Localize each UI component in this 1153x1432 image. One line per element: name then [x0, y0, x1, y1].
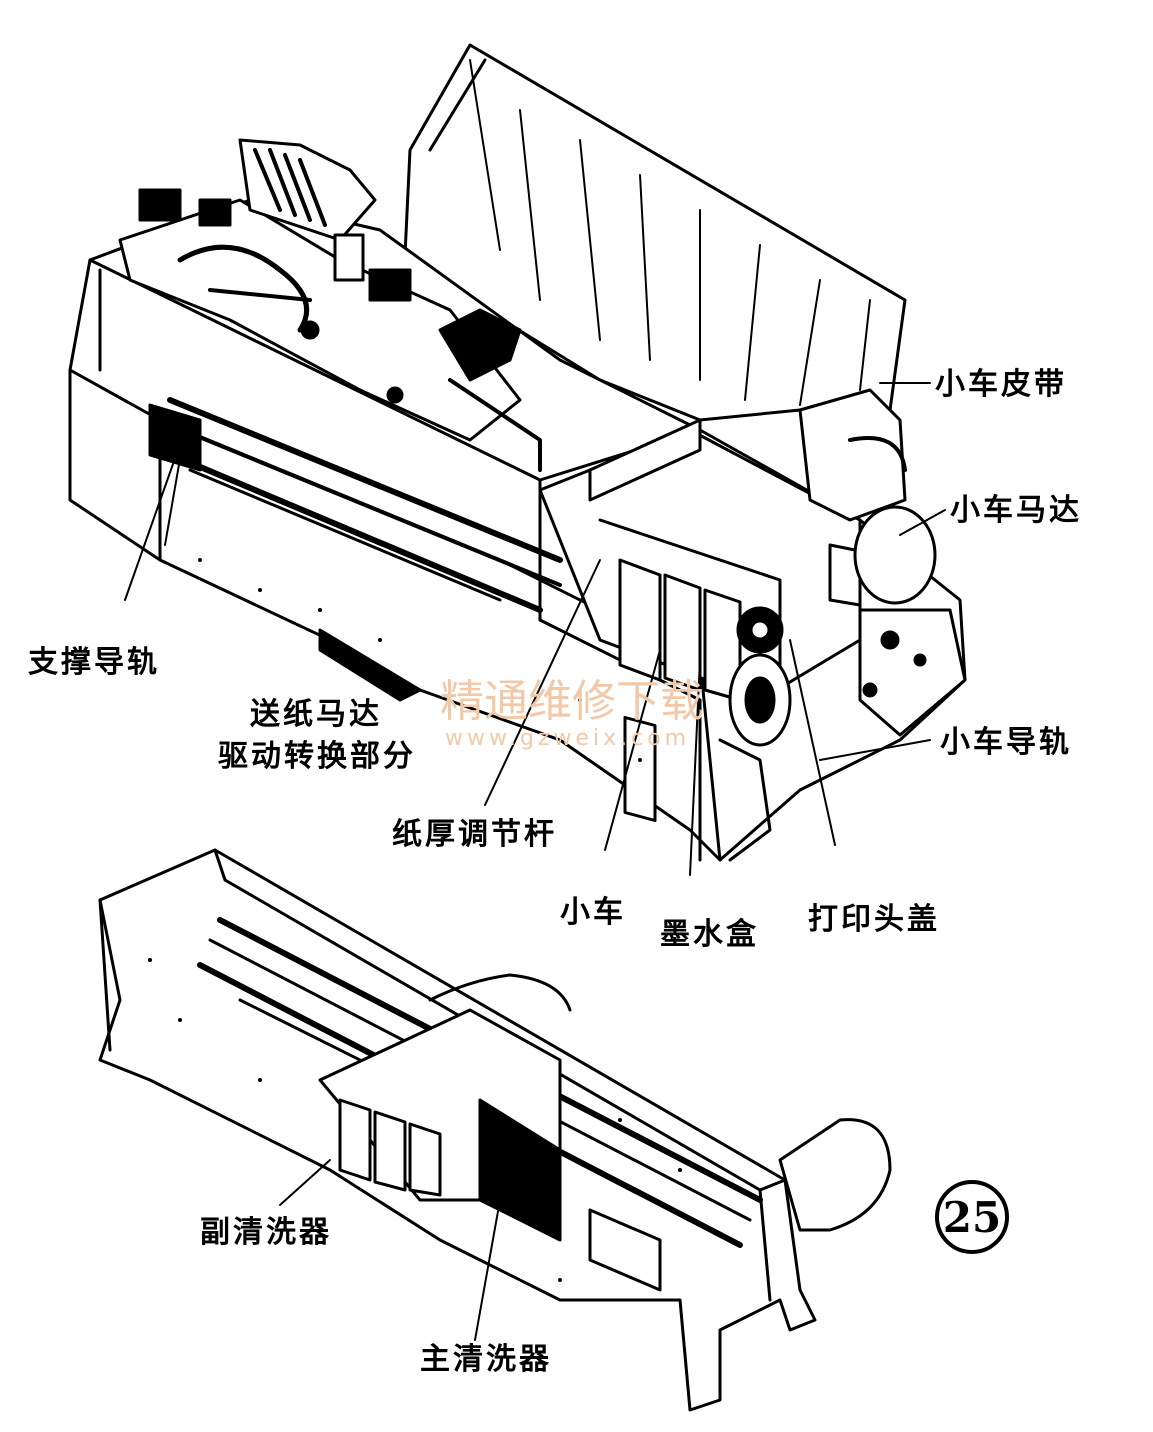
carriage-unit: [538, 418, 862, 823]
label-carriage-rail: 小车导轨: [940, 725, 1072, 760]
base-shadow: [318, 628, 422, 702]
watermark-url: www.gzweix.com: [445, 726, 691, 751]
label-carriage-belt: 小车皮带: [935, 367, 1067, 402]
side-gear-housing: [718, 653, 792, 862]
label-secondary-cleaner: 副清洗器: [200, 1215, 332, 1250]
leader-lines-top: [124, 382, 946, 876]
label-feed-motor-line2: 驱动转换部分: [218, 739, 416, 774]
label-main-cleaner: 主清洗器: [420, 1342, 552, 1377]
cleaner-motor: [778, 1118, 892, 1232]
label-support-rail: 支撑导轨: [28, 645, 160, 680]
watermark-chinese: 精通维修下载: [440, 676, 704, 727]
label-printhead-cover: 打印头盖: [808, 902, 940, 937]
figure-number: 25: [935, 1180, 1009, 1254]
stipple-texture: [148, 558, 682, 1282]
label-carriage: 小车: [560, 895, 626, 930]
carriage-motor-assembly: [798, 388, 967, 737]
label-feed-motor-line1: 送纸马达: [250, 697, 382, 732]
carriage-rail-assembly: [148, 397, 563, 613]
label-carriage-motor: 小车马达: [950, 493, 1082, 528]
leader-lines-bottom: [279, 1159, 501, 1341]
label-paper-thickness-lever: 纸厚调节杆: [392, 817, 557, 852]
label-ink-cartridge: 墨水盒: [660, 917, 759, 952]
control-board: [118, 138, 542, 472]
